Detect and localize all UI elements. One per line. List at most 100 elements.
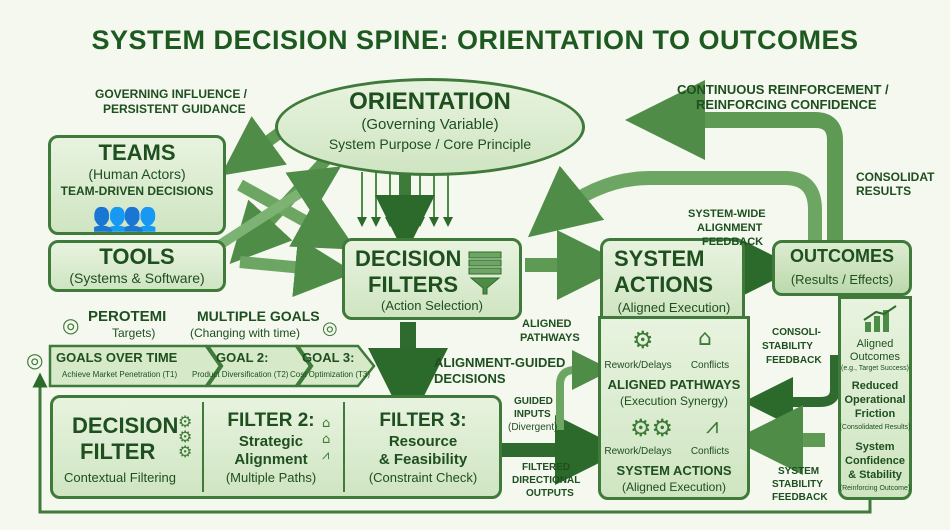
filter1-desc: Contextual Filtering	[64, 470, 176, 485]
filtered-label-3: OUTPUTS	[526, 488, 574, 499]
guided-inputs-label-1: GUIDED	[514, 396, 553, 407]
tools-title: TOOLS	[99, 244, 175, 269]
consoli-label-3: FEEDBACK	[766, 355, 822, 366]
target-success-label: (e.g., Target Success)	[841, 365, 909, 372]
factory-icon: ⌂	[698, 326, 712, 351]
filter3-feasibility: & Feasibility	[378, 451, 468, 468]
filtered-label-1: FILTERED	[522, 462, 571, 473]
aligned-pathways-label-1: ALIGNED	[522, 318, 572, 330]
confidence-label-3: & Stability	[848, 469, 902, 481]
target-icon-1: ◎	[62, 313, 80, 337]
outcomes-label: Outcomes	[849, 351, 901, 363]
goal-t2-label: Product Diversification (T2)	[192, 370, 289, 379]
aligned-pathways-title: ALIGNED PATHWAYS	[607, 377, 741, 392]
filter2-strategic: Strategic	[238, 433, 304, 450]
gears-icon: ⚙⚙	[630, 414, 674, 442]
goal-t1-label: Achieve Market Penetration (T1)	[62, 370, 178, 379]
system-actions-panel-title: SYSTEM ACTIONS	[616, 463, 732, 478]
execution-synergy: (Execution Synergy)	[619, 394, 729, 408]
orientation-desc: System Purpose / Core Principle	[328, 136, 532, 152]
aligned-pathways-label-2: PATHWAYS	[520, 332, 580, 344]
outcomes-sub: (Results / Effects)	[790, 272, 894, 287]
syswide-label-2: ALIGNMENT	[697, 222, 763, 234]
filter3-title: FILTER 3:	[379, 410, 467, 431]
system-actions-title2: ACTIONS	[614, 272, 713, 297]
rework-label-2: Rework/Delays	[604, 446, 672, 457]
syswide-label-3: FEEDBACK	[702, 236, 764, 248]
conflicts-label-2: Conflicts	[690, 446, 730, 457]
guided-inputs-label-2: INPUTS	[514, 409, 551, 420]
syswide-label-1: SYSTEM-WIDE	[688, 208, 766, 220]
gear-icons-filter1: ⚙⚙⚙	[178, 412, 193, 461]
consolidate-results-arrow	[527, 165, 822, 250]
filter-divider-2	[343, 402, 345, 492]
filter2-title: FILTER 2:	[227, 410, 315, 431]
consolidat-label: CONSOLIDAT	[856, 170, 935, 184]
target-icon-2: ◎	[322, 318, 338, 339]
alignment-guided-label-2: DECISIONS	[434, 371, 506, 386]
filter2-alignment: Alignment	[234, 451, 308, 468]
system-actions-panel-sub: (Aligned Execution)	[621, 480, 727, 494]
filter3-desc: (Constraint Check)	[368, 470, 478, 485]
multiple-goals-label: MULTIPLE GOALS	[197, 308, 320, 324]
continuous-reinforcement-label: CONTINUOUS REINFORCEMENT /	[677, 82, 889, 97]
system-stability-label-2: STABILITY	[772, 479, 823, 490]
orientation-title: ORIENTATION	[349, 88, 511, 115]
consolidated-results-label: (Consolidated Results)	[839, 424, 911, 431]
outcomes-panel	[838, 296, 912, 500]
decision-filters-sub: (Action Selection)	[381, 298, 483, 313]
target-icon-3: ◎	[26, 348, 44, 372]
guided-inputs-label-3: (Divergent)	[508, 422, 558, 433]
people-icon: 👥👥	[92, 200, 158, 233]
reduced-label-1: Reduced	[851, 380, 899, 392]
tools-up-arrow	[212, 166, 341, 253]
rework-label-1: Rework/Delays	[604, 360, 672, 371]
filter2-desc: (Multiple Paths)	[225, 470, 317, 485]
system-stability-label-1: SYSTEM	[778, 466, 820, 477]
system-actions-title1: SYSTEM	[614, 246, 705, 271]
robot-arm-icon: ⚙	[632, 326, 654, 354]
teams-node	[48, 135, 226, 235]
teams-sub: (Human Actors)	[88, 166, 186, 182]
consoli-label-1: CONSOLI-	[772, 327, 821, 338]
governing-influence-label: GOVERNING INFLUENCE /	[95, 87, 248, 101]
guided-inputs-arrow	[556, 350, 612, 430]
goal2-label: GOAL 2:	[216, 350, 269, 365]
orientation-sub: (Governing Variable)	[361, 116, 499, 133]
filtered-label-2: DIRECTIONAL	[512, 475, 581, 486]
bottom-return-loop	[32, 372, 872, 514]
goals-over-time-label: GOALS OVER TIME	[56, 350, 178, 365]
factory-icons-filter2: ⌂⌂⩘	[322, 416, 331, 463]
consoli-label-2: STABILITY	[762, 341, 813, 352]
tools-to-filters-arrow	[239, 237, 355, 298]
funnel-icon	[468, 251, 502, 295]
tools-sub: (Systems & Software)	[69, 270, 205, 286]
reduced-label-3: Friction	[854, 408, 896, 420]
conflicts-label-1: Conflicts	[690, 360, 730, 371]
power-tower-icon: ⩘	[706, 414, 719, 439]
alignment-guided-label-1: ALIGNMENT-GUIDED	[434, 355, 566, 370]
teams-title: TEAMS	[98, 140, 176, 165]
goal-t3-label: Cost Optimization (T3)	[290, 370, 371, 379]
reduced-label-2: Operational	[844, 394, 906, 406]
decision-filters-title2: FILTERS	[368, 272, 459, 297]
filter3-resource: Resource	[388, 433, 458, 450]
filter-row	[50, 395, 502, 499]
outcomes-title: OUTCOMES	[789, 246, 894, 266]
perotemi-label: PEROTEMI	[88, 308, 167, 325]
filter-divider-1	[202, 402, 204, 492]
system-actions-node	[600, 238, 745, 316]
stability-feedback-arrow	[743, 355, 840, 427]
reinforcement-loop-arrow	[625, 80, 843, 245]
changing-label: (Changing with time)	[190, 326, 301, 340]
decision-filters-title1: DECISION	[355, 246, 462, 271]
outcomes-node	[772, 240, 912, 296]
teams-desc: TEAM-DRIVEN DECISIONS	[60, 184, 214, 198]
reinforcing-confidence-label: REINFORCING CONFIDENCE	[696, 97, 877, 112]
teams-to-filters-arrow	[237, 179, 357, 250]
page-title: SYSTEM DECISION SPINE: ORIENTATION TO OU…	[91, 25, 859, 55]
confidence-label-2: Confidence	[845, 455, 905, 467]
tools-node	[48, 240, 226, 292]
